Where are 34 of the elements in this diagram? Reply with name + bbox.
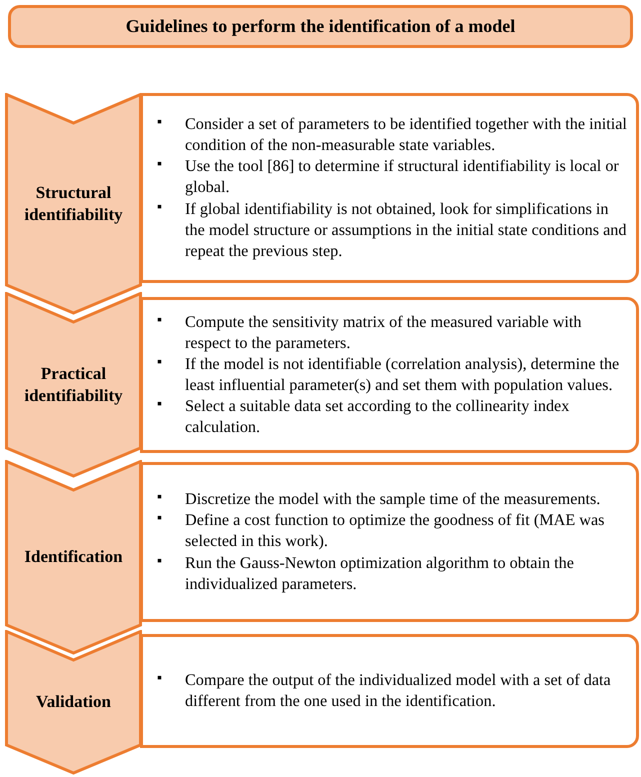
bullet-marker: ▪: [157, 198, 163, 217]
bullet-marker: ▪: [157, 670, 163, 688]
step-label: Identification: [23, 546, 124, 568]
heading-text: Guidelines to perform the identification of a model: [126, 16, 516, 37]
bullet-marker: ▪: [157, 489, 163, 508]
step-label: Validation: [35, 691, 112, 714]
chevron-step: [5, 93, 142, 315]
bullet-text: Discretize the model with the sample time of the measurements.: [185, 489, 600, 510]
bullet-text: Compare the output of the individualized model with a set of data different from the one used in the identification.: [185, 670, 612, 712]
step-label: Structural identifiability: [23, 182, 124, 226]
bullet-text: If the model is not identifiable (correlation analysis), determine the least influential parameter(s) and set them with population values.: [185, 354, 620, 396]
description-panel: [140, 93, 639, 283]
bullet-marker: ▪: [157, 354, 163, 372]
bullet-marker: ▪: [157, 396, 163, 414]
bullet-marker: ▪: [157, 312, 163, 330]
bullet-marker: ▪: [157, 552, 163, 571]
bullet-text: Define a cost function to optimize the goodness of fit (MAE was selected in this work).: [185, 510, 606, 552]
bullet-text: Select a suitable data set according to the collinearity index calculation.: [185, 396, 570, 438]
description-panel: [140, 462, 639, 622]
bullet-text: Use the tool [86] to determine if structural identifiability is local or global.: [185, 156, 620, 198]
bullet-marker: ▪: [157, 510, 163, 528]
description-panel: [140, 634, 639, 748]
step-label: Practical identifiability: [23, 362, 124, 407]
title-banner: [8, 5, 633, 48]
bullet-marker: ▪: [157, 114, 163, 132]
bullet-text: Consider a set of parameters to be identified together with the initial condition of the non-measurable state variables.: [185, 114, 628, 156]
description-panel: [140, 297, 639, 453]
chevron-step: [5, 630, 142, 775]
bullet-marker: ▪: [157, 156, 163, 174]
bullet-text: If global identifiability is not obtained, look for simplifications in the model structure or assumptions in the initial state conditions and repeat the previous step.: [185, 198, 628, 262]
chevron-step: [5, 292, 142, 478]
bullet-text: Compute the sensitivity matrix of the measured variable with respect to the parameters.: [185, 312, 582, 354]
bullet-text: Run the Gauss-Newton optimization algorithm to obtain the individualized parameters.: [185, 552, 575, 595]
chevron-step: [5, 460, 142, 655]
